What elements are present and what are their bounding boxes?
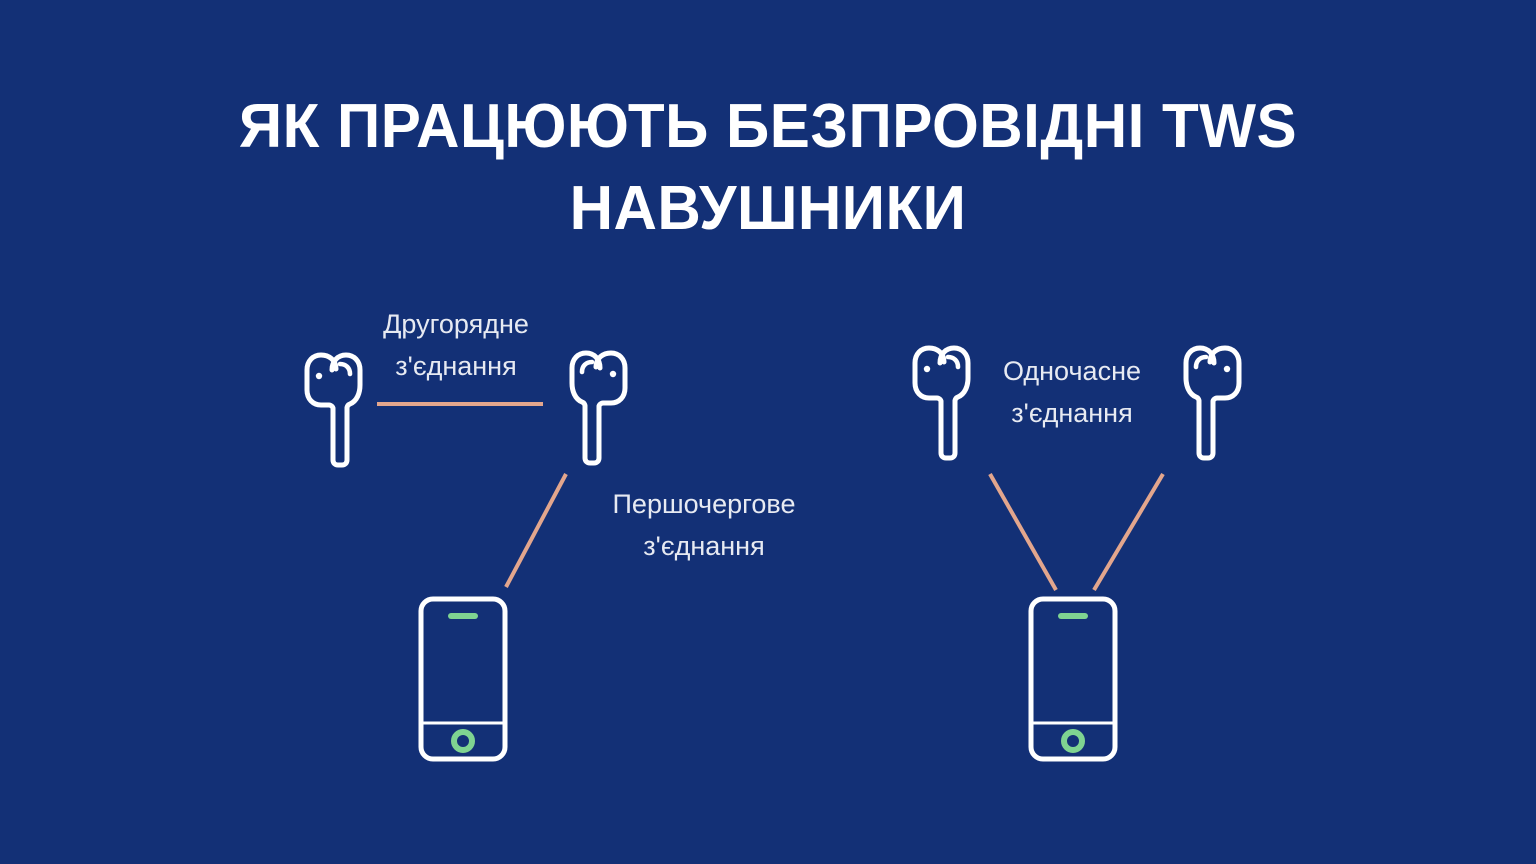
label-secondary-connection: Другорядне з'єднання bbox=[383, 309, 529, 381]
phone-speaker-bar bbox=[1058, 613, 1088, 619]
page-title: ЯК ПРАЦЮЮТЬ БЕЗПРОВІДНІ TWS НАВУШНИКИ bbox=[0, 86, 1536, 250]
phone-home-button bbox=[451, 729, 475, 753]
smartphone-icon-right bbox=[1027, 595, 1119, 763]
phone-speaker-bar bbox=[448, 613, 478, 619]
label-primary-connection: Першочергове з'єднання bbox=[612, 489, 796, 561]
earbud-icon-left-outer bbox=[302, 352, 374, 472]
phone-body bbox=[1028, 596, 1118, 762]
connection-line-simultaneous-left bbox=[988, 473, 1058, 591]
connection-line-primary bbox=[504, 473, 568, 588]
smartphone-icon-left bbox=[417, 595, 509, 763]
phone-home-button bbox=[1061, 729, 1085, 753]
page-title-line-1: ЯК ПРАЦЮЮТЬ БЕЗПРОВІДНІ TWS bbox=[238, 92, 1298, 161]
earbud-icon-left-inner bbox=[558, 350, 630, 470]
label-simultaneous-connection: Одночасне з'єднання bbox=[1002, 356, 1141, 428]
earbud-icon-right-right bbox=[1172, 345, 1244, 465]
earbud-icon-right-left bbox=[910, 345, 982, 465]
connection-line-simultaneous-right bbox=[1092, 472, 1165, 592]
page-title-line-2: НАВУШНИКИ bbox=[569, 174, 967, 243]
phone-body bbox=[418, 596, 508, 762]
